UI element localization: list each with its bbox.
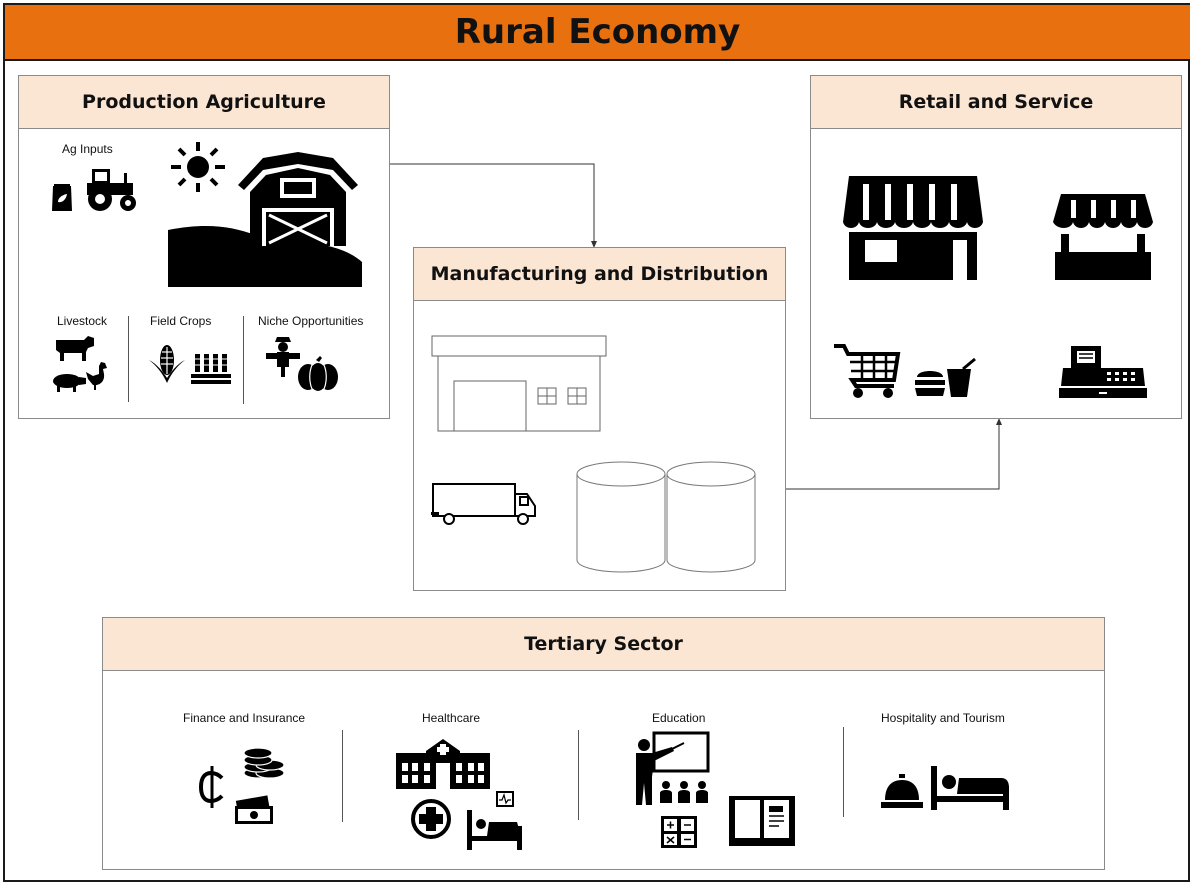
shopping-cart-icon: [834, 344, 901, 398]
tractor-icon: [87, 169, 136, 211]
coins-icon: [243, 747, 285, 779]
retail-service-title: Retail and Service: [811, 76, 1181, 129]
cash-register-icon: [1059, 346, 1147, 398]
storefront-icon: [843, 176, 983, 280]
manufacturing-distribution-title: Manufacturing and Distribution: [414, 248, 785, 301]
healthcare-label: Healthcare: [422, 711, 481, 725]
tertiary-sector-panel: Tertiary Sector: [102, 617, 1105, 870]
wheat-icon: [191, 354, 231, 384]
hotel-bed-icon: [931, 766, 1009, 810]
tertiary-sector-title: Tertiary Sector: [103, 618, 1104, 671]
barn-icon: [168, 152, 362, 287]
pumpkin-icon: [298, 356, 338, 391]
ag-inputs-label: Ag Inputs: [62, 142, 113, 156]
teacher-icon: [636, 731, 710, 805]
cash-icon: [235, 795, 273, 824]
tertiary-divider-2: [578, 730, 579, 820]
tertiary-divider-1: [342, 730, 343, 822]
truck-icon: [431, 483, 536, 525]
arrow-manufacturing-to-retail: [785, 418, 1002, 490]
medical-cross-icon: [411, 799, 451, 839]
sun-icon: [171, 142, 225, 192]
cow-icon: [56, 336, 94, 361]
niche-opportunities-label: Niche Opportunities: [258, 314, 364, 328]
pig-icon: [53, 374, 86, 392]
corn-icon: [149, 345, 185, 383]
page-title: Rural Economy: [454, 12, 741, 52]
education-label: Education: [652, 711, 706, 725]
production-agriculture-title: Production Agriculture: [19, 76, 389, 129]
patient-bed-icon: [467, 791, 522, 850]
finance-insurance-label: Finance and Insurance: [183, 711, 306, 725]
outer-frame: [3, 3, 1190, 882]
cent-icon: [198, 766, 224, 808]
seed-bag-icon: [52, 184, 72, 211]
production-divider-2: [243, 316, 244, 404]
tertiary-divider-3: [843, 727, 844, 817]
production-divider-1: [128, 316, 129, 402]
warehouse-icon: [431, 335, 607, 432]
title-bar: Rural Economy: [5, 5, 1190, 61]
hospitality-tourism-label: Hospitality and Tourism: [881, 711, 1005, 725]
chicken-icon: [86, 362, 107, 390]
fast-food-icon: [915, 357, 976, 397]
market-stall-icon: [1053, 194, 1153, 280]
storage-tank-icon: [576, 461, 756, 573]
scarecrow-icon: [266, 337, 300, 377]
field-crops-label: Field Crops: [150, 314, 212, 328]
service-bell-icon: [881, 774, 923, 808]
calculator-icon: [661, 816, 697, 848]
livestock-label: Livestock: [57, 314, 108, 328]
hospital-icon: [396, 739, 490, 789]
arrow-production-to-manufacturing: [389, 163, 597, 248]
book-icon: [729, 796, 795, 846]
